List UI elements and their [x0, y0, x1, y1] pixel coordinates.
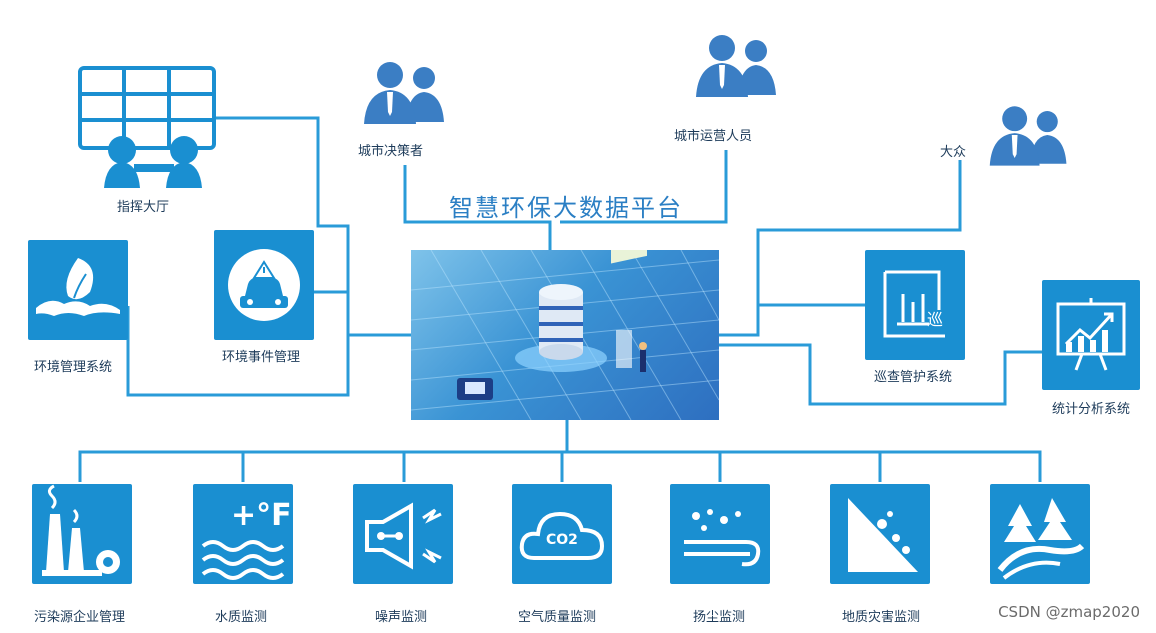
- air-quality-label: 空气质量监测: [518, 610, 597, 625]
- dust-icon: [684, 509, 761, 567]
- co2-text: CO2: [546, 532, 578, 548]
- watermark: CSDN @zmap2020: [998, 603, 1140, 621]
- air-quality-tile[interactable]: CO2: [512, 484, 612, 584]
- command-hall-icon: [76, 64, 218, 192]
- geo-hazard-tile[interactable]: [830, 484, 930, 584]
- stats-system-tile[interactable]: [1042, 280, 1140, 390]
- pollution-source-tile[interactable]: [32, 484, 132, 584]
- env-event-tile[interactable]: [214, 230, 314, 340]
- water-quality-tile[interactable]: +°F: [193, 484, 293, 584]
- cloud-co2-icon: [519, 511, 605, 560]
- forest-river-tile[interactable]: [990, 484, 1090, 584]
- people-icon: [690, 30, 786, 100]
- dust-label: 扬尘监测: [693, 610, 746, 625]
- factory-icon: [42, 484, 120, 576]
- env-event-label: 环境事件管理: [222, 350, 301, 365]
- noise-label: 噪声监测: [375, 610, 428, 625]
- env-management-label: 环境管理系统: [34, 360, 113, 375]
- people-icon: [984, 100, 1076, 170]
- car-warning-icon: [228, 249, 300, 321]
- dust-tile[interactable]: [670, 484, 770, 584]
- user-label-public: 大众: [940, 145, 967, 160]
- patrol-glyph: 巡: [927, 310, 944, 329]
- forest-river-icon: [997, 498, 1085, 580]
- patrol-system-tile[interactable]: 巡: [865, 250, 965, 360]
- pollution-source-label: 污染源企业管理: [34, 610, 126, 625]
- platform-title: 智慧环保大数据平台: [449, 194, 683, 222]
- wave-icon: [201, 540, 285, 580]
- env-management-tile[interactable]: [28, 240, 128, 340]
- user-label-decision-makers: 城市决策者: [358, 144, 424, 159]
- trend-chart-icon: [1056, 298, 1126, 371]
- leaf-icon: [36, 258, 120, 316]
- people-icon: [358, 60, 454, 124]
- user-label-operators: 城市运营人员: [674, 129, 753, 144]
- geo-hazard-label: 地质灾害监测: [842, 610, 921, 625]
- platform-illustration: [411, 250, 719, 420]
- stats-system-label: 统计分析系统: [1052, 402, 1131, 417]
- speaker-icon: [365, 502, 442, 570]
- landslide-icon: [848, 498, 918, 572]
- patrol-icon: [883, 270, 945, 338]
- server-stack: [539, 284, 583, 360]
- noise-tile[interactable]: [353, 484, 453, 584]
- water-quality-label: 水质监测: [215, 610, 268, 625]
- command-hall-label: 指挥大厅: [117, 200, 170, 215]
- water-temp-icon: +°F: [231, 498, 292, 533]
- patrol-system-label: 巡查管护系统: [874, 370, 953, 385]
